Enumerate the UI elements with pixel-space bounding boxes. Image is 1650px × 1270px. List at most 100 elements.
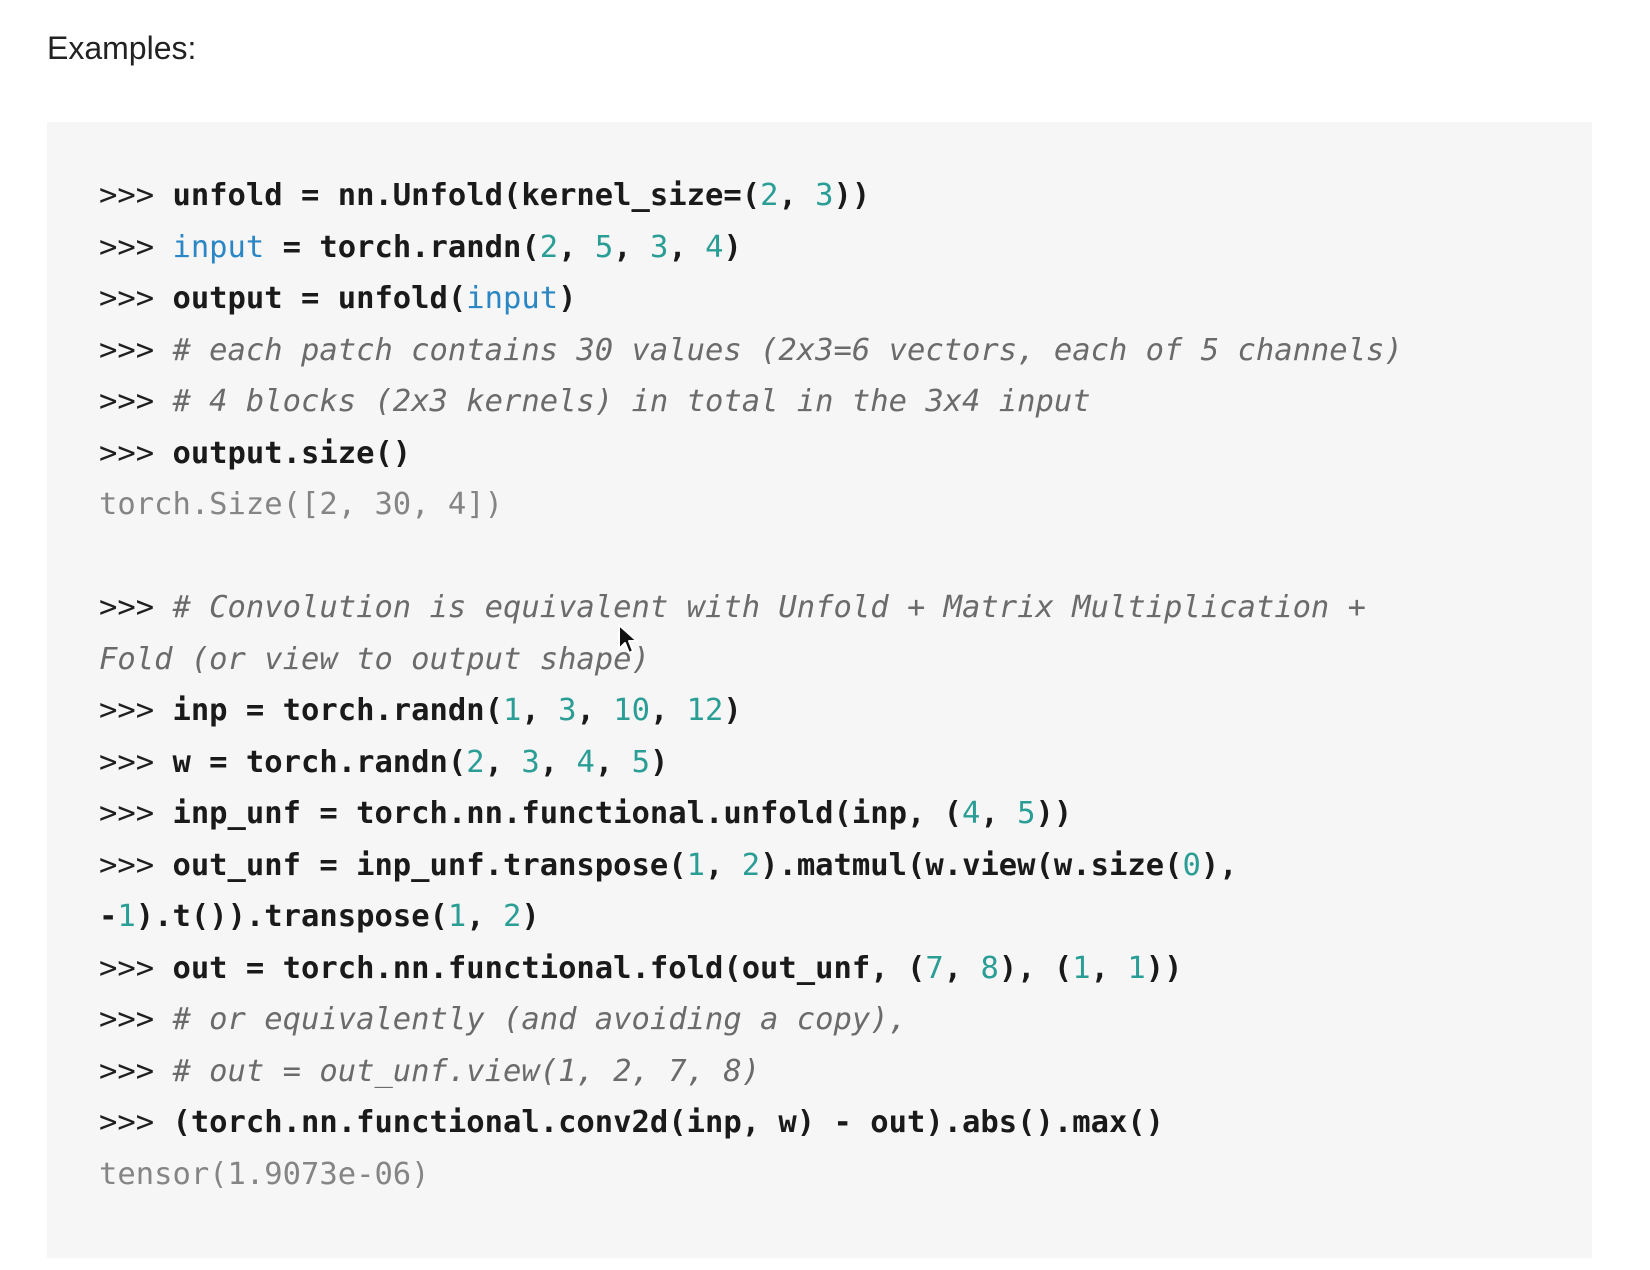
number-literal: 5 [1017, 796, 1036, 831]
code-token: , [980, 796, 1018, 831]
prompt-token: >>> [99, 744, 173, 780]
code-token: ).t()).transpose( [135, 899, 448, 934]
code-token: ).matmul(w.view(w.size( [760, 847, 1183, 883]
code-line: >>> input = torch.randn(2, 5, 3, 4) [99, 222, 1403, 274]
code-token: , [484, 744, 522, 780]
number-literal: 2 [760, 178, 779, 213]
prompt-token: >>> [99, 1053, 173, 1089]
code-token: , [521, 693, 559, 728]
code-line: >>> out_unf = inp_unf.transpose(1, 2).ma… [99, 840, 1403, 892]
code-line: >>> unfold = nn.Unfold(kernel_size=(2, 3… [99, 170, 1403, 222]
prompt-token: >>> [99, 1002, 173, 1037]
code-token: )) [833, 178, 871, 213]
code-token: , [613, 229, 650, 265]
code-token: - [99, 899, 118, 934]
comment-text: # Convolution is equivalent with Unfold … [172, 590, 1367, 625]
code-token: unfold = nn.Unfold(kernel_size=( [172, 178, 761, 213]
comment-text: # out = out_unf.view(1, 2, 7, 8) [172, 1053, 761, 1089]
code-token: , [576, 693, 614, 728]
code-line: >>> # 4 blocks (2x3 kernels) in total in… [99, 376, 1403, 428]
code-token: )) [1035, 796, 1073, 831]
code-line: >>> w = torch.randn(2, 3, 4, 5) [99, 737, 1403, 789]
code-token: , [558, 229, 595, 265]
code-token: ) [723, 693, 742, 728]
prompt-token: >>> [99, 796, 173, 831]
number-literal: 3 [558, 693, 577, 728]
builtin-token: input [172, 229, 265, 265]
prompt-token: >>> [99, 178, 173, 213]
code-token: inp_unf = torch.nn.functional.unfold(inp… [172, 796, 963, 831]
code-token: out = torch.nn.functional.fold(out_unf, … [172, 950, 926, 986]
code-token: )) [1145, 950, 1183, 986]
code-token: , [778, 178, 816, 213]
code-token: ) [649, 744, 669, 780]
prompt-token: >>> [99, 332, 173, 368]
code-token: , [1090, 950, 1128, 986]
prompt-token: >>> [99, 1105, 173, 1140]
code-line: -1).t()).transpose(1, 2) [99, 891, 1403, 943]
number-literal: 2 [741, 847, 761, 883]
code-line: >>> inp_unf = torch.nn.functional.unfold… [99, 788, 1403, 840]
code-token: , [539, 744, 577, 780]
output-text: tensor(1.9073e-06) [99, 1156, 430, 1192]
comment-text: # 4 blocks (2x3 kernels) in total in the… [172, 384, 1091, 419]
mouse-cursor-icon [618, 624, 638, 654]
number-literal: 3 [815, 178, 834, 213]
code-token: inp = torch.randn( [172, 693, 503, 728]
number-literal: 5 [631, 744, 650, 780]
number-literal: 1 [117, 899, 136, 934]
prompt-token: >>> [99, 950, 173, 986]
number-literal: 12 [686, 693, 724, 728]
prompt-token: >>> [99, 281, 173, 316]
code-line: >>> out = torch.nn.functional.fold(out_u… [99, 943, 1403, 995]
code-token: , [704, 847, 742, 883]
code-token: , [668, 229, 706, 265]
code-line: >>> # each patch contains 30 values (2x3… [99, 325, 1403, 377]
number-literal: 7 [925, 950, 944, 986]
code-token: ), [1200, 847, 1238, 883]
prompt-token: >>> [99, 435, 173, 471]
code-line: >>> # out = out_unf.view(1, 2, 7, 8) [99, 1046, 1403, 1098]
number-literal: 2 [539, 229, 559, 265]
prompt-token: >>> [99, 693, 173, 728]
code-token: (torch.nn.functional.conv2d(inp, w) - ou… [172, 1105, 1165, 1140]
number-literal: 1 [1072, 950, 1091, 986]
code-token: w = torch.randn( [172, 744, 467, 780]
code-token: , [594, 744, 632, 780]
output-text: torch.Size([2, 30, 4]) [99, 487, 503, 522]
number-literal: 3 [521, 744, 540, 780]
number-literal: 1 [1127, 950, 1146, 986]
code-block: >>> unfold = nn.Unfold(kernel_size=(2, 3… [47, 122, 1592, 1258]
prompt-token: >>> [99, 384, 173, 419]
code-line: tensor(1.9073e-06) [99, 1149, 1403, 1201]
comment-text: Fold (or view to output shape) [99, 641, 650, 677]
code-listing: >>> unfold = nn.Unfold(kernel_size=(2, 3… [99, 170, 1403, 1200]
code-token: ) [558, 281, 577, 316]
number-literal: 1 [447, 899, 467, 934]
code-line: >>> # or equivalently (and avoiding a co… [99, 994, 1403, 1046]
code-token: ) [723, 229, 742, 265]
code-token: , [466, 899, 504, 934]
code-line: Fold (or view to output shape) [99, 634, 1403, 686]
number-literal: 3 [649, 229, 669, 265]
number-literal: 4 [576, 744, 595, 780]
code-line [99, 531, 1403, 583]
number-literal: 1 [502, 693, 522, 728]
number-literal: 2 [503, 899, 522, 934]
number-literal: 1 [686, 847, 705, 883]
number-literal: 0 [1182, 847, 1201, 883]
code-token: out_unf = inp_unf.transpose( [172, 847, 687, 883]
code-token: , [943, 950, 981, 986]
builtin-token: input [466, 281, 559, 316]
code-line: >>> # Convolution is equivalent with Unf… [99, 582, 1403, 634]
code-line: >>> (torch.nn.functional.conv2d(inp, w) … [99, 1097, 1403, 1149]
number-literal: 5 [594, 229, 614, 265]
number-literal: 4 [705, 229, 724, 265]
number-literal: 4 [962, 796, 981, 831]
code-token: ), ( [998, 950, 1073, 986]
code-line: >>> output.size() [99, 428, 1403, 480]
code-token: output = unfold( [172, 281, 467, 316]
code-line: >>> output = unfold(input) [99, 273, 1403, 325]
code-token: output.size() [172, 435, 412, 471]
code-token: , [649, 693, 687, 728]
